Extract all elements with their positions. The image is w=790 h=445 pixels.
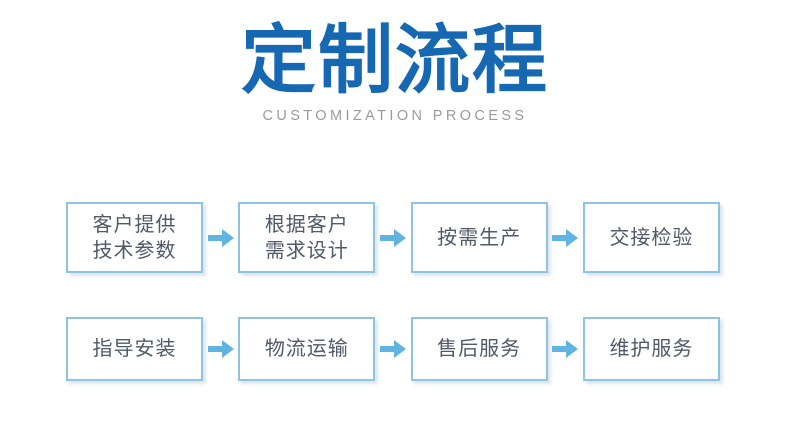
flow-step-5[interactable]: 指导安装 <box>66 317 203 381</box>
flow-step-3-label: 按需生产 <box>437 226 522 249</box>
flow-step-7[interactable]: 售后服务 <box>410 317 548 381</box>
flow-step-3[interactable]: 按需生产 <box>410 202 548 273</box>
arrow-right-icon <box>207 228 234 248</box>
flow-step-6-label: 物流运输 <box>264 338 349 360</box>
flow-row-2: 指导安装 物流运输 售后服务 维护服务 <box>66 317 720 381</box>
flow-step-8[interactable]: 维护服务 <box>582 317 720 381</box>
flow-step-7-label: 售后服务 <box>437 338 522 360</box>
flow-step-1-label: 客户提供 技术参数 <box>92 213 177 262</box>
arrow-right-icon <box>552 339 579 359</box>
page-subtitle: CUSTOMIZATION PROCESS <box>262 108 528 124</box>
flow-step-2-label: 根据客户 需求设计 <box>264 213 349 262</box>
header: 定制流程 CUSTOMIZATION PROCESS <box>0 0 790 124</box>
arrow-right-icon <box>379 228 406 248</box>
flow-step-4[interactable]: 交接检验 <box>582 202 720 273</box>
flow-step-5-label: 指导安装 <box>92 338 177 360</box>
page-title: 定制流程 <box>240 18 549 102</box>
flow-row-1: 客户提供 技术参数 根据客户 需求设计 按需生产 交接检验 <box>66 202 720 273</box>
flow-step-6[interactable]: 物流运输 <box>238 317 376 381</box>
arrow-right-icon <box>207 339 234 359</box>
arrow-right-icon <box>552 228 579 248</box>
arrow-right-icon <box>379 339 406 359</box>
flow-step-2[interactable]: 根据客户 需求设计 <box>238 202 376 273</box>
flow-step-8-label: 维护服务 <box>609 338 694 360</box>
flow-step-4-label: 交接检验 <box>609 226 694 249</box>
flow-step-1[interactable]: 客户提供 技术参数 <box>66 202 203 273</box>
